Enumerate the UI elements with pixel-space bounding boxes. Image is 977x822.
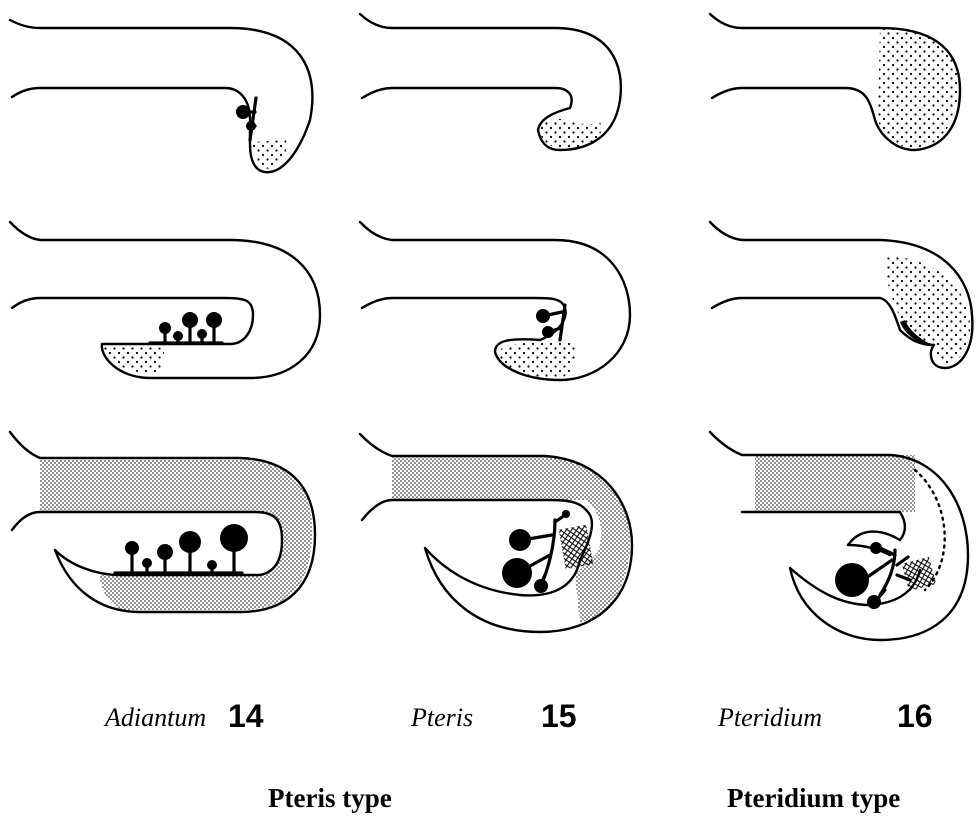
adiantum-stage-2 — [10, 222, 320, 378]
figure-number-15: 15 — [541, 698, 577, 735]
pteridium-stage-3 — [710, 432, 968, 640]
adiantum-stage-1 — [10, 20, 312, 172]
genus-label-pteridium: Pteridium — [718, 703, 822, 733]
type-label-pteridium: Pteridium type — [727, 783, 900, 814]
pteridium-stage-1 — [710, 14, 960, 150]
genus-label-adiantum: Adiantum — [105, 703, 206, 733]
adiantum-stage-3 — [10, 432, 315, 612]
pteris-stage-1 — [360, 14, 621, 150]
type-label-pteris: Pteris type — [268, 783, 392, 814]
figure-number-14: 14 — [228, 698, 264, 735]
pteris-stage-3 — [360, 434, 632, 632]
pteris-stage-2 — [360, 222, 630, 380]
figure-number-16: 16 — [897, 698, 933, 735]
pteridium-stage-2 — [710, 222, 972, 368]
genus-label-pteris: Pteris — [411, 703, 473, 733]
